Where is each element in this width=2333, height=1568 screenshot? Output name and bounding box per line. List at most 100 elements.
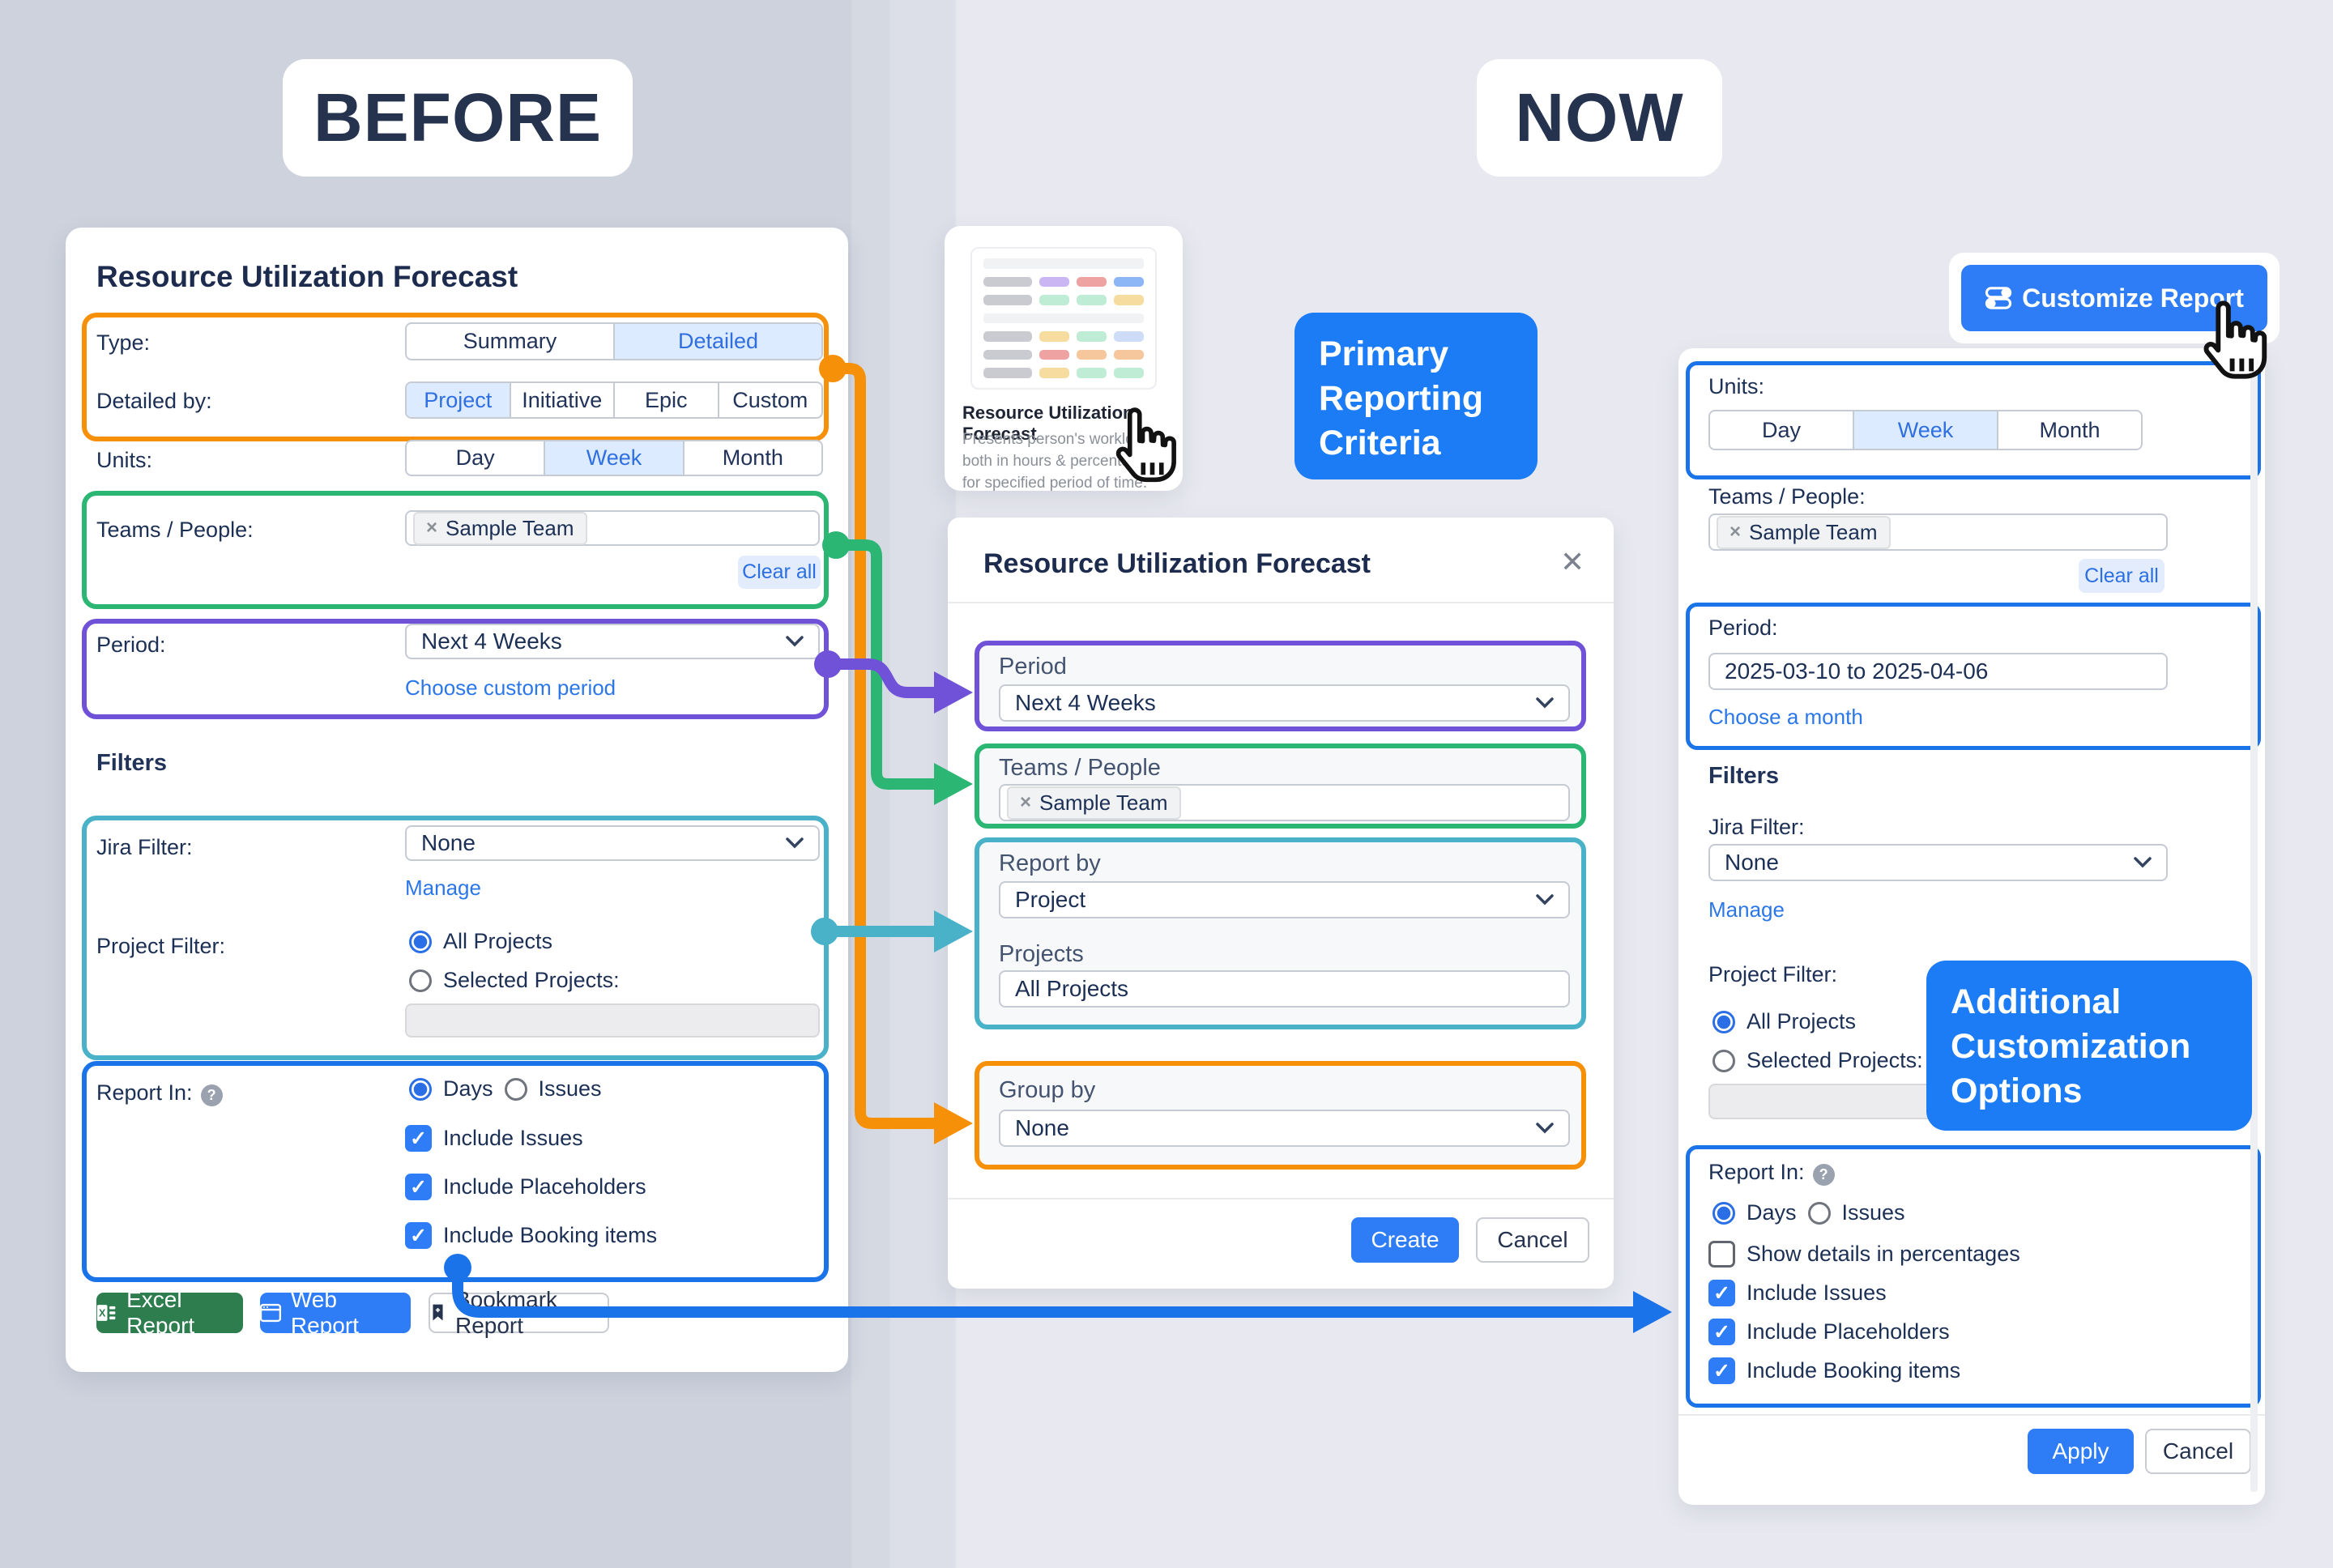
report-in-radio-row: Days Issues (409, 1076, 602, 1101)
team-chip[interactable]: × Sample Team (1007, 786, 1181, 820)
help-icon[interactable]: ? (1812, 1164, 1835, 1186)
choose-custom-period-link[interactable]: Choose custom period (405, 675, 616, 700)
web-report-label: Web Report (290, 1287, 359, 1338)
dialog-teams-label: Teams / People (999, 755, 1161, 781)
show-details-percentages-checkbox[interactable] (1708, 1241, 1735, 1268)
dialog-report-by-value: Project (1015, 887, 1086, 912)
include-booking-items-row[interactable]: ✓ Include Booking items (405, 1222, 657, 1249)
type-option-summary[interactable]: Summary (463, 329, 557, 353)
choose-a-month-link[interactable]: Choose a month (1708, 705, 1863, 729)
hand-cursor-icon (2203, 300, 2267, 379)
issues-radio[interactable] (1807, 1201, 1831, 1225)
scrollbar[interactable] (2250, 361, 2258, 1492)
show-details-percentages-row[interactable]: Show details in percentages (1708, 1241, 2020, 1268)
dialog-period-select[interactable]: Next 4 Weeks (999, 684, 1570, 722)
bookmark-report-button[interactable]: Bookmark Report (429, 1287, 609, 1338)
units-option-day[interactable]: Day (1761, 417, 1801, 442)
days-radio[interactable] (1712, 1201, 1735, 1225)
clear-all-button[interactable]: Clear all (738, 556, 821, 589)
dialog-report-by-select[interactable]: Project (999, 881, 1570, 918)
period-select[interactable]: Next 4 Weeks (405, 624, 820, 659)
all-projects-radio-row[interactable]: All Projects (1712, 1009, 1856, 1034)
include-booking-items-row[interactable]: ✓ Include Booking items (1708, 1357, 1960, 1384)
all-projects-radio-label: All Projects (1747, 1009, 1857, 1033)
units-option-month[interactable]: Month (1997, 411, 2141, 449)
units-option-month[interactable]: Month (682, 441, 821, 475)
detailed-by-option-epic[interactable]: Epic (613, 383, 718, 417)
include-placeholders-checkbox[interactable]: ✓ (1708, 1319, 1735, 1345)
excel-icon: X (96, 1305, 116, 1321)
remove-chip-icon[interactable]: × (1729, 521, 1742, 543)
period-label: Period: (96, 633, 166, 657)
include-issues-checkbox[interactable]: ✓ (1708, 1280, 1735, 1306)
period-select-value: Next 4 Weeks (421, 628, 562, 654)
detailed-by-option-custom[interactable]: Custom (717, 383, 822, 417)
period-range-input[interactable]: 2025-03-10 to 2025-04-06 (1708, 653, 2168, 690)
jira-filter-select[interactable]: None (1708, 844, 2168, 881)
selected-projects-radio[interactable] (1712, 1049, 1735, 1072)
include-booking-items-checkbox[interactable]: ✓ (405, 1222, 432, 1249)
close-icon[interactable]: ✕ (1560, 545, 1585, 578)
units-option-week[interactable]: Week (1853, 411, 1997, 449)
remove-chip-icon[interactable]: × (426, 517, 438, 539)
include-issues-checkbox[interactable]: ✓ (405, 1125, 432, 1152)
issues-radio[interactable] (504, 1077, 527, 1101)
excel-report-button[interactable]: X Excel Report (96, 1287, 243, 1338)
period-range-value: 2025-03-10 to 2025-04-06 (1725, 658, 1989, 684)
include-issues-row[interactable]: ✓ Include Issues (405, 1125, 583, 1152)
selected-projects-radio-row[interactable]: Selected Projects: (1712, 1048, 1923, 1073)
detailed-by-option-project[interactable]: Project (407, 383, 510, 417)
teams-people-input[interactable]: ×Sample Team (405, 510, 820, 546)
all-projects-radio[interactable] (409, 930, 432, 953)
include-issues-row[interactable]: ✓ Include Issues (1708, 1280, 1887, 1306)
jira-filter-label: Jira Filter: (96, 835, 193, 859)
include-placeholders-row[interactable]: ✓ Include Placeholders (1708, 1319, 1950, 1345)
dialog-period-label: Period (999, 654, 1067, 680)
detailed-by-segmented-control: Project Initiative Epic Custom (405, 381, 823, 419)
jira-filter-select[interactable]: None (405, 825, 820, 861)
type-label: Type: (96, 330, 151, 355)
include-placeholders-checkbox[interactable]: ✓ (405, 1174, 432, 1200)
units-option-week[interactable]: Week (544, 441, 683, 475)
team-chip[interactable]: × Sample Team (1717, 515, 1891, 549)
selected-projects-input[interactable] (405, 1003, 820, 1038)
apply-button[interactable]: Apply (2028, 1429, 2134, 1474)
include-booking-items-checkbox[interactable]: ✓ (1708, 1357, 1735, 1384)
report-thumbnail-card[interactable]: Resource Utilization Forecast Presents p… (945, 226, 1183, 492)
panel-footer-divider (1678, 1414, 2265, 1416)
chevron-down-icon (2134, 857, 2152, 868)
web-report-button[interactable]: Web Report (260, 1287, 411, 1338)
include-placeholders-row[interactable]: ✓ Include Placeholders (405, 1174, 646, 1200)
team-chip[interactable]: ×Sample Team (413, 511, 587, 545)
clear-all-button[interactable]: Clear all (2079, 559, 2165, 593)
teams-people-label: Teams / People: (1708, 484, 1866, 509)
help-icon[interactable]: ? (200, 1084, 223, 1106)
selected-projects-radio[interactable] (409, 969, 432, 992)
remove-chip-icon[interactable]: × (1020, 791, 1032, 813)
detailed-by-option-initiative[interactable]: Initiative (509, 383, 614, 417)
cancel-button[interactable]: Cancel (1476, 1217, 1589, 1263)
teams-people-input[interactable]: × Sample Team (1708, 513, 2168, 551)
create-button[interactable]: Create (1351, 1217, 1459, 1263)
dialog-group-by-select[interactable]: None (999, 1110, 1570, 1147)
report-in-label: Report In:? (1708, 1160, 1835, 1186)
manage-link[interactable]: Manage (405, 876, 481, 900)
cancel-button[interactable]: Cancel (2145, 1429, 2251, 1474)
thumbnail-row (983, 313, 1144, 324)
selected-projects-radio-row[interactable]: Selected Projects: (409, 968, 620, 993)
manage-link[interactable]: Manage (1708, 897, 1785, 922)
type-option-detailed[interactable]: Detailed (613, 324, 821, 359)
units-option-day[interactable]: Day (455, 445, 495, 470)
bookmark-report-label: Bookmark Report (454, 1287, 558, 1338)
units-highlight-box (1686, 361, 2261, 479)
dialog-teams-input[interactable]: × Sample Team (999, 784, 1570, 821)
team-chip-label: Sample Team (1749, 519, 1878, 544)
days-radio[interactable] (409, 1077, 432, 1101)
all-projects-radio[interactable] (1712, 1010, 1735, 1033)
bookmark-icon (433, 1304, 443, 1321)
dialog-projects-input[interactable]: All Projects (999, 970, 1570, 1008)
additional-customization-options-badge: Additional Customization Options (1926, 961, 2252, 1131)
team-chip-label: Sample Team (1039, 790, 1168, 815)
all-projects-radio-row[interactable]: All Projects (409, 929, 552, 954)
dialog-header-divider (948, 602, 1614, 603)
